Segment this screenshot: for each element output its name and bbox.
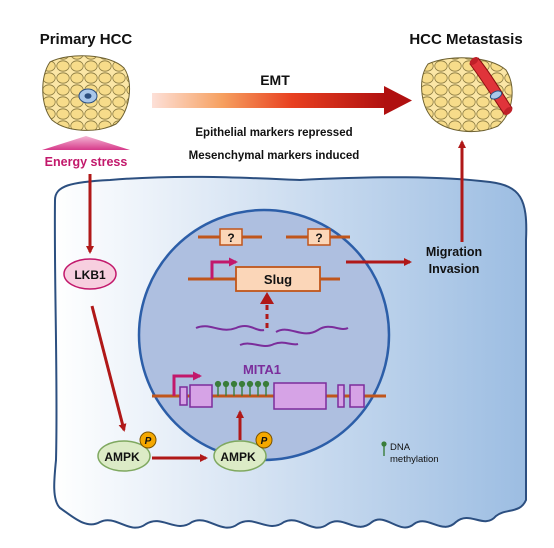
unknown-regulator-2-label: ?	[315, 231, 322, 245]
phospho-badge-1-label: P	[145, 436, 152, 447]
energy-stress-label: Energy stress	[45, 155, 128, 169]
mita1-label: MITA1	[243, 362, 281, 377]
nucleus	[137, 208, 391, 462]
mita1-promoter-arrow	[172, 371, 202, 396]
emt-label: EMT	[260, 72, 290, 88]
mita1-exon-1	[179, 386, 188, 406]
ampk-label-cytoplasm: AMPK	[104, 450, 140, 464]
methylation-legend: DNA methylation	[381, 441, 439, 465]
ampk-node-nucleus	[213, 440, 267, 472]
ampk-label-nucleus: AMPK	[220, 450, 256, 464]
migration-label: Migration	[426, 245, 482, 259]
slug-label: Slug	[264, 272, 292, 287]
phospho-badge-2-label: P	[261, 436, 268, 447]
metastasis-tissue-icon	[421, 57, 513, 132]
primary-hcc-title: Primary HCC	[40, 31, 133, 48]
mita1-exon-3	[273, 382, 327, 410]
mita1-exon-4	[337, 384, 345, 408]
unknown-regulator-1-label: ?	[227, 231, 234, 245]
mita1-transcript-2	[275, 325, 349, 335]
lkb1-label: LKB1	[74, 268, 106, 282]
methylation-legend-icon	[381, 441, 387, 447]
unknown-regulator-2: ?	[286, 228, 350, 246]
mita1-transcript-1	[195, 325, 265, 332]
hcc-metastasis-title: HCC Metastasis	[409, 31, 522, 48]
legend-methylation-label: methylation	[390, 454, 439, 465]
emt-arrow	[152, 86, 412, 115]
lkb1-node	[63, 258, 117, 290]
primary-hcc-tumor-icon	[42, 55, 130, 131]
unknown-regulator-1: ?	[198, 228, 262, 246]
dna-methylation-marks	[214, 380, 270, 396]
ampk-node-cytoplasm	[97, 440, 151, 472]
mita1-exon-2	[189, 384, 213, 408]
epithelial-markers-text: Epithelial markers repressed	[195, 127, 352, 139]
mesenchymal-markers-text: Mesenchymal markers induced	[189, 150, 360, 162]
legend-dna-label: DNA	[390, 442, 411, 453]
energy-stress-wedge	[42, 136, 130, 150]
migrating-cell-icon	[489, 90, 503, 100]
mita1-exons	[179, 382, 365, 410]
invasion-label: Invasion	[429, 262, 480, 276]
mita1-exon-5	[349, 384, 365, 408]
lkb1-to-ampk-arrow	[90, 305, 127, 432]
slug-promoter-arrow	[210, 257, 238, 279]
phospho-badge-1	[139, 431, 157, 449]
lncrna-to-slug-arrowhead	[260, 292, 274, 304]
phospho-badge-2	[255, 431, 273, 449]
mita1-transcript-3	[239, 341, 299, 347]
blood-vessel-icon	[469, 57, 513, 115]
slug-gene-box	[235, 266, 321, 292]
